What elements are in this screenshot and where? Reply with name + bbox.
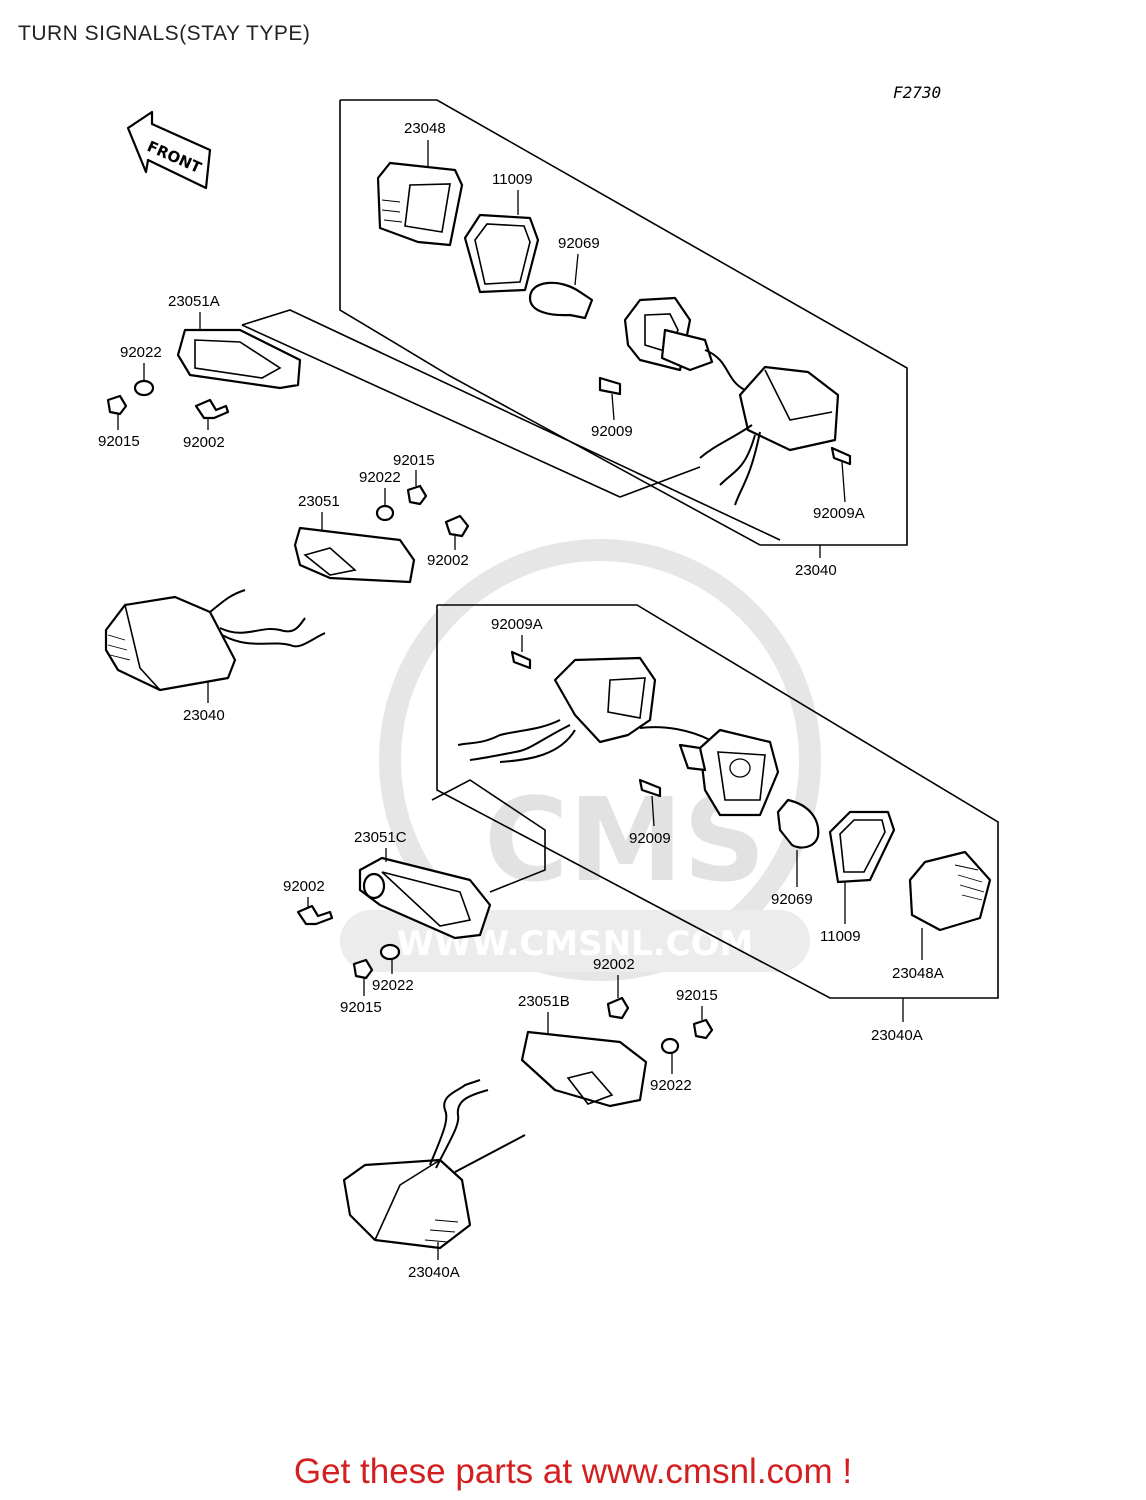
screw-92009A-mid [510,650,532,670]
label-23048: 23048 [404,120,446,137]
label-92069-mid: 92069 [771,891,813,908]
stay-23051 [293,526,416,584]
label-92002-l2: 92002 [283,878,325,895]
bolt-92002-tl [194,398,230,420]
label-92009A-mid: 92009A [491,616,543,633]
label-92009A-top: 92009A [813,505,865,522]
turn-signal-body-23040A [457,656,780,817]
label-92069-top: 92069 [558,235,600,252]
label-23051B: 23051B [518,993,570,1010]
bolt-92002-l2 [296,904,334,926]
nut-92015-l2 [352,958,374,980]
footer-promo-link[interactable]: Get these parts at www.cmsnl.com ! [293,1452,853,1491]
label-92015-mid: 92015 [393,452,435,469]
label-23040-left: 23040 [183,707,225,724]
label-92022-tl: 92022 [120,344,162,361]
label-92002-mid: 92002 [427,552,469,569]
bulb-92069-top [528,281,594,320]
label-92015-l2: 92015 [340,999,382,1016]
assembly-bracket-23040A-lower [431,779,546,893]
stay-23051C [358,856,492,940]
assembly-box-23040 [339,99,908,546]
label-23040A-box: 23040A [871,1027,923,1044]
stay-23051A [176,328,302,390]
front-arrow-icon: FRONT [126,110,212,190]
label-92015-b: 92015 [676,987,718,1004]
page-title: TURN SIGNALS(STAY TYPE) [18,22,311,45]
assembly-bracket-23040-lower [241,309,781,541]
figure-code: F2730 [893,83,941,102]
label-92022-mid: 92022 [359,469,401,486]
washer-92022-l2 [379,943,401,961]
assembly-box-23040A [436,604,999,999]
label-23051: 23051 [298,493,340,510]
nut-92015-mid [406,484,428,506]
label-23051A: 23051A [168,293,220,310]
nut-92015-b [692,1018,714,1040]
bolt-92002-b [606,996,630,1020]
label-23051C: 23051C [354,829,407,846]
screw-92009A-top [830,446,852,466]
turn-signal-23040A-bottom [342,1079,526,1250]
stay-23051B [520,1030,648,1108]
washer-92022-b [660,1037,680,1055]
label-92022-b: 92022 [650,1077,692,1094]
label-23048A: 23048A [892,965,944,982]
washer-92022-mid [375,504,395,522]
label-92009-top: 92009 [591,423,633,440]
washer-92022-tl [133,379,155,397]
label-92002-b: 92002 [593,956,635,973]
turn-signal-23040-left [104,589,326,692]
label-23040A-bottom: 23040A [408,1264,460,1281]
label-92009-mid: 92009 [629,830,671,847]
label-92022-l2: 92022 [372,977,414,994]
gasket-11009-top [463,213,540,294]
label-92015-tl: 92015 [98,433,140,450]
turn-signal-body-23040 [623,296,840,506]
label-92002-tl: 92002 [183,434,225,451]
lens-23048 [376,161,464,247]
bulb-92069-mid [776,798,820,849]
label-23040-top: 23040 [795,562,837,579]
label-11009-mid: 11009 [820,928,861,945]
label-11009-top: 11009 [492,171,533,188]
lens-23048A [908,850,992,932]
screw-92009-top [598,376,622,396]
gasket-11009-mid [828,810,896,884]
screw-92009-mid [638,778,662,798]
nut-92015-tl [106,394,128,416]
bolt-92002-mid [444,514,470,538]
